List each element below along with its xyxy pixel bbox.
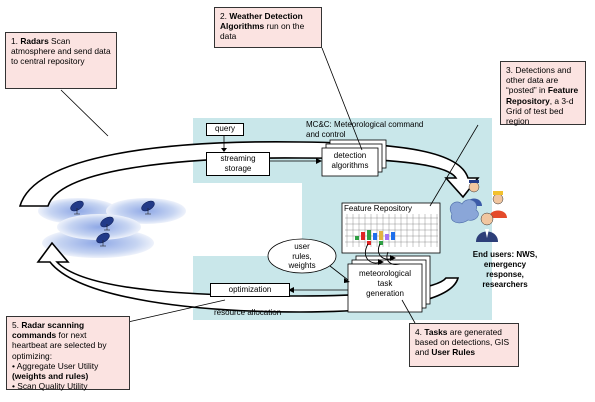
streaming-storage-box: streaming storage — [206, 152, 270, 176]
resource-allocation-label: resource allocation — [214, 308, 282, 317]
mcc-title: MC&C: Meteorological command and control — [306, 120, 424, 139]
feature-repository-label: Feature Repository — [344, 204, 413, 213]
feature-repository-grid — [341, 202, 441, 254]
storage-label: storage — [224, 164, 252, 173]
user-rules-ellipse — [267, 238, 337, 274]
query-box: query — [206, 123, 244, 136]
radar-dish-icon — [70, 200, 155, 247]
callout-pointers — [60, 47, 479, 324]
callout-4-tasks: 4. Tasks are generated based on detectio… — [409, 323, 519, 367]
callout-2-detection-algorithms: 2. Weather Detection Algorithms run on t… — [214, 7, 322, 48]
callout-3-feature-repository: 3. Detections and other data are “posted… — [500, 61, 586, 126]
callout-5-radar-scanning: 5. Radar scanning commands for next hear… — [6, 316, 130, 391]
optimization-box: optimization — [210, 283, 290, 297]
rules-to-task-arrow — [329, 265, 349, 281]
streaming-label: streaming — [220, 154, 256, 163]
callout-1-radars: 1. Radars Scan atmosphere and send data … — [5, 32, 117, 89]
radar-network — [38, 198, 186, 258]
end-users-icon — [449, 180, 507, 242]
detection-algorithms-stack — [321, 139, 387, 177]
